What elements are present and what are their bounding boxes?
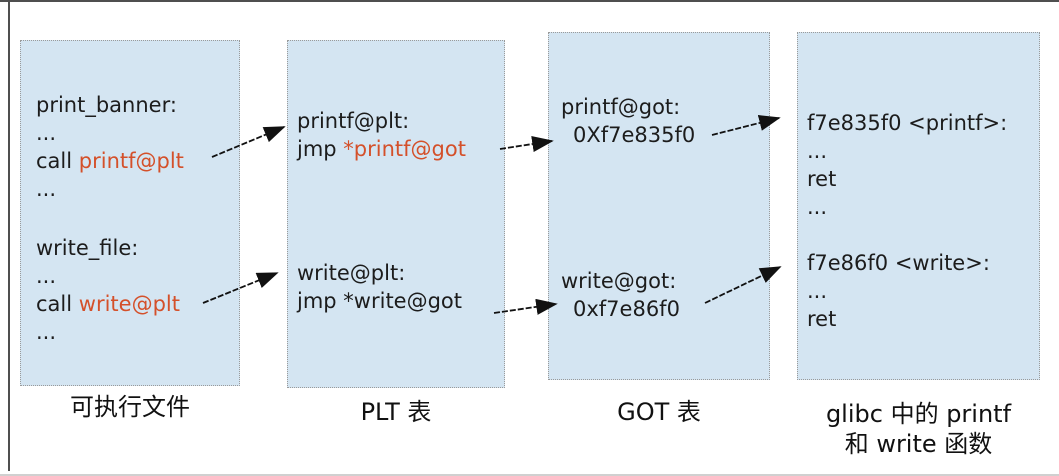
code-line: ... (807, 279, 828, 303)
code-line: write@plt: (297, 261, 406, 285)
caption-plt-table: PLT 表 (360, 398, 432, 426)
code-line: ret (807, 307, 837, 331)
box-plt-table: printf@plt: jmp *printf@got write@plt: j… (287, 40, 505, 388)
code-line: ... (36, 320, 57, 344)
box-executable: print_banner: ... call printf@plt ... wr… (20, 40, 240, 386)
code-line: ... (36, 121, 57, 145)
box-glibc-functions: f7e835f0 <printf>: ... ret ... f7e86f0 <… (797, 32, 1040, 380)
code-line: 0xf7e86f0 (573, 297, 680, 321)
code-line: 0Xf7e835f0 (573, 123, 696, 147)
code-line: f7e86f0 <write>: (807, 251, 990, 275)
code-line: call write@plt (36, 292, 180, 316)
code-line: ... (807, 195, 828, 219)
caption-glibc-functions: glibc 中的 printf 和 write 函数 (797, 399, 1040, 459)
caption-executable: 可执行文件 (70, 393, 190, 421)
code-line: ret (807, 167, 837, 191)
code-line: printf@plt: (297, 109, 410, 133)
frame-top-line (0, 0, 1059, 2)
code-line: printf@got: (561, 95, 681, 119)
code-line: f7e835f0 <printf>: (807, 111, 1008, 135)
highlight-write-plt: write@plt (78, 292, 180, 316)
code-line: write_file: (36, 236, 139, 260)
frame-bottom-line (0, 474, 1059, 476)
code-line: ... (36, 177, 57, 201)
code-line: ... (807, 139, 828, 163)
caption-got-table: GOT 表 (617, 398, 701, 426)
box-got-table: printf@got: 0Xf7e835f0 write@got: 0xf7e8… (548, 32, 770, 380)
highlight-printf-got-ref: *printf@got (343, 137, 466, 161)
code-line: print_banner: (36, 93, 177, 117)
code-line: jmp *write@got (297, 289, 463, 313)
frame-left-line (8, 0, 10, 471)
highlight-printf-plt: printf@plt (78, 149, 184, 173)
arrow-printf-plt-to-got (499, 136, 554, 153)
write-got-ref: *write@got (343, 289, 463, 313)
caption-glibc-line2: 和 write 函数 (844, 430, 993, 458)
code-line: jmp *printf@got (297, 137, 466, 161)
code-line: write@got: (561, 269, 677, 293)
code-line: ... (36, 264, 57, 288)
caption-glibc-line1: glibc 中的 printf (825, 400, 1012, 428)
code-line: call printf@plt (36, 149, 184, 173)
